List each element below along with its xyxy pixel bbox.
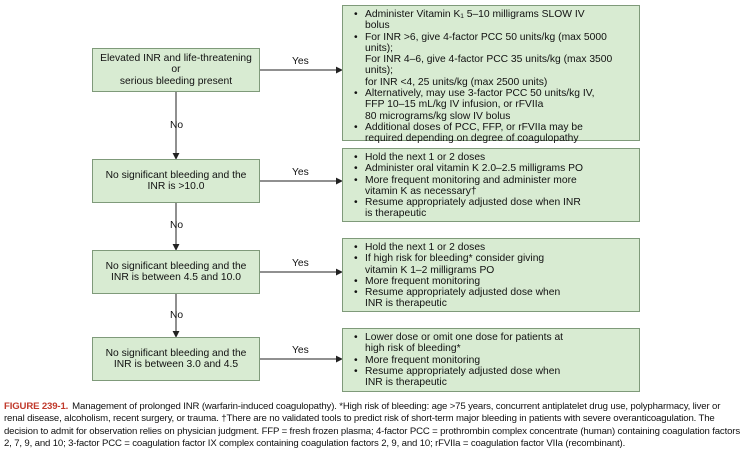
action-item: Resume appropriately adjusted dose when … [354, 197, 633, 220]
action-box-life-threatening: Administer Vitamin K₁ 5–10 milligrams SL… [342, 5, 640, 144]
action-item: Administer oral vitamin K 2.0–2.5 millig… [354, 163, 633, 175]
flowchart-connectors [172, 66, 343, 363]
action-item: Hold the next 1 or 2 doses [354, 152, 633, 164]
action-item: Resume appropriately adjusted dose when … [354, 287, 633, 310]
no-label: No [170, 220, 184, 231]
condition-box-inr-3-to-4-5: No significant bleeding and the INR is b… [92, 337, 260, 381]
action-box-inr-3-to-4-5: Lower dose or omit one dose for patients… [342, 328, 640, 392]
action-box-inr-over-10: Hold the next 1 or 2 doses Administer or… [342, 148, 640, 222]
action-item: More frequent monitoring [354, 355, 633, 367]
action-item: More frequent monitoring [354, 276, 633, 288]
yes-label: Yes [292, 345, 309, 356]
condition-text: Elevated INR and life-threatening or ser… [100, 53, 252, 87]
action-item: Hold the next 1 or 2 doses [354, 242, 633, 254]
caption-text: Management of prolonged INR (warfarin-in… [4, 401, 740, 450]
condition-box-inr-4-5-to-10: No significant bleeding and the INR is b… [92, 250, 260, 294]
action-item: Additional doses of PCC, FFP, or rFVIIa … [354, 122, 633, 145]
figure-label: FIGURE 239-1. [4, 401, 69, 412]
no-label: No [170, 310, 184, 321]
figure-caption: FIGURE 239-1.Management of prolonged INR… [4, 401, 740, 451]
yes-label: Yes [292, 167, 309, 178]
condition-text: No significant bleeding and the INR is b… [105, 260, 247, 283]
action-item: Lower dose or omit one dose for patients… [354, 332, 633, 355]
condition-box-inr-over-10: No significant bleeding and the INR is >… [92, 159, 260, 203]
yes-label: Yes [292, 56, 309, 67]
action-item: If high risk for bleeding* consider givi… [354, 253, 633, 276]
action-item: More frequent monitoring and administer … [354, 175, 633, 198]
action-item: For INR >6, give 4-factor PCC 50 units/k… [354, 32, 633, 88]
condition-box-life-threatening: Elevated INR and life-threatening or ser… [92, 48, 260, 92]
no-label: No [170, 120, 184, 131]
yes-label: Yes [292, 258, 309, 269]
condition-text: No significant bleeding and the INR is b… [105, 347, 247, 370]
action-box-inr-4-5-to-10: Hold the next 1 or 2 doses If high risk … [342, 238, 640, 312]
action-item: Alternatively, may use 3-factor PCC 50 u… [354, 88, 633, 122]
action-item: Resume appropriately adjusted dose when … [354, 366, 633, 389]
action-item: Administer Vitamin K₁ 5–10 milligrams SL… [354, 9, 633, 32]
condition-text: No significant bleeding and the INR is >… [105, 169, 247, 192]
